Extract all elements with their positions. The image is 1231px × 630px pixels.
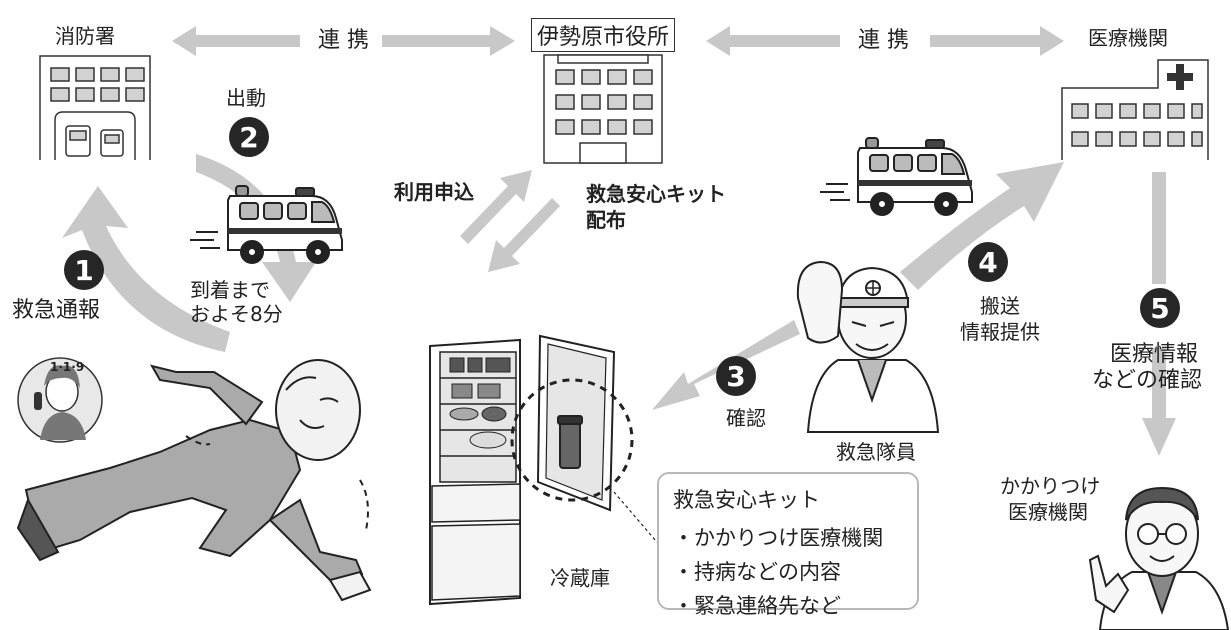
ambulance-transport-icon xyxy=(820,137,973,216)
fire-station-label: 消防署 xyxy=(55,24,115,48)
usage-application-label: 利用申込 xyxy=(394,180,474,204)
step-3-badge: 3 xyxy=(716,356,756,396)
ambulance-dispatch-icon xyxy=(190,185,343,264)
refrigerator-label: 冷蔵庫 xyxy=(550,566,610,590)
city-hall-label: 伊勢原市役所 xyxy=(531,18,675,52)
usage-application-arrow xyxy=(460,170,532,244)
cooperation-arrow-right xyxy=(706,26,1064,56)
transport-label: 搬送 xyxy=(980,294,1020,318)
cooperation-label-left: 連 携 xyxy=(318,28,369,53)
emergency-call-label: 救急通報 xyxy=(12,298,101,323)
kit-item-chronic-illness: ・持病などの内容 xyxy=(673,560,841,584)
info-provision-label: 情報提供 xyxy=(960,320,1040,344)
step-5-badge: 5 xyxy=(1140,288,1180,328)
medical-institution-label: 医療機関 xyxy=(1088,26,1168,50)
arrival-time-line1: 到着まで xyxy=(190,278,270,302)
kit-item-emergency-contact: ・緊急連絡先など xyxy=(673,594,841,618)
kit-distribution-arrow xyxy=(488,198,560,272)
confirmation-label: 確認 xyxy=(726,406,766,430)
phone-number-label: 1·1·9 xyxy=(50,360,85,374)
arrival-time-line2: およそ8分 xyxy=(190,302,283,326)
dispatch-arrow xyxy=(196,154,316,302)
kit-item-family-doctor: ・かかりつけ医療機関 xyxy=(673,526,884,550)
step-1-badge: 1 xyxy=(64,250,104,290)
cooperation-arrow-left xyxy=(172,26,515,56)
paramedic-label: 救急隊員 xyxy=(836,440,916,464)
family-doctor-label-line2: 医療機関 xyxy=(1008,500,1088,524)
paramedic-illustration xyxy=(796,260,940,433)
kit-contents-title: 救急安心キット xyxy=(673,488,820,512)
emergency-call-arrow xyxy=(62,186,230,352)
fire-station-icon xyxy=(39,55,151,160)
city-hall-building-icon xyxy=(543,54,663,164)
kit-contents-box: 救急安心キット ・かかりつけ医療機関 ・持病などの内容 ・緊急連絡先など xyxy=(657,472,919,618)
cooperation-label-right: 連 携 xyxy=(858,28,909,53)
family-doctor-illustration xyxy=(1088,486,1230,630)
collapsed-patient-illustration xyxy=(16,359,372,602)
step-4-badge: 4 xyxy=(968,242,1008,282)
hospital-building-icon xyxy=(1061,59,1209,160)
dispatch-label: 出動 xyxy=(226,86,266,110)
refrigerator-illustration xyxy=(429,334,663,606)
medical-info-arrow xyxy=(1142,172,1176,456)
kit-distribution-label-line2: 配布 xyxy=(586,208,626,232)
kit-distribution-label-line1: 救急安心キット xyxy=(586,182,726,206)
medical-info-label-line2: などの確認 xyxy=(1092,368,1203,393)
family-doctor-label-line1: かかりつけ xyxy=(1000,474,1101,498)
step-2-badge: 2 xyxy=(229,117,269,157)
transport-arrow xyxy=(900,162,1064,290)
medical-info-label-line1: 医療情報 xyxy=(1110,342,1199,367)
caller-portrait-icon xyxy=(17,357,103,443)
